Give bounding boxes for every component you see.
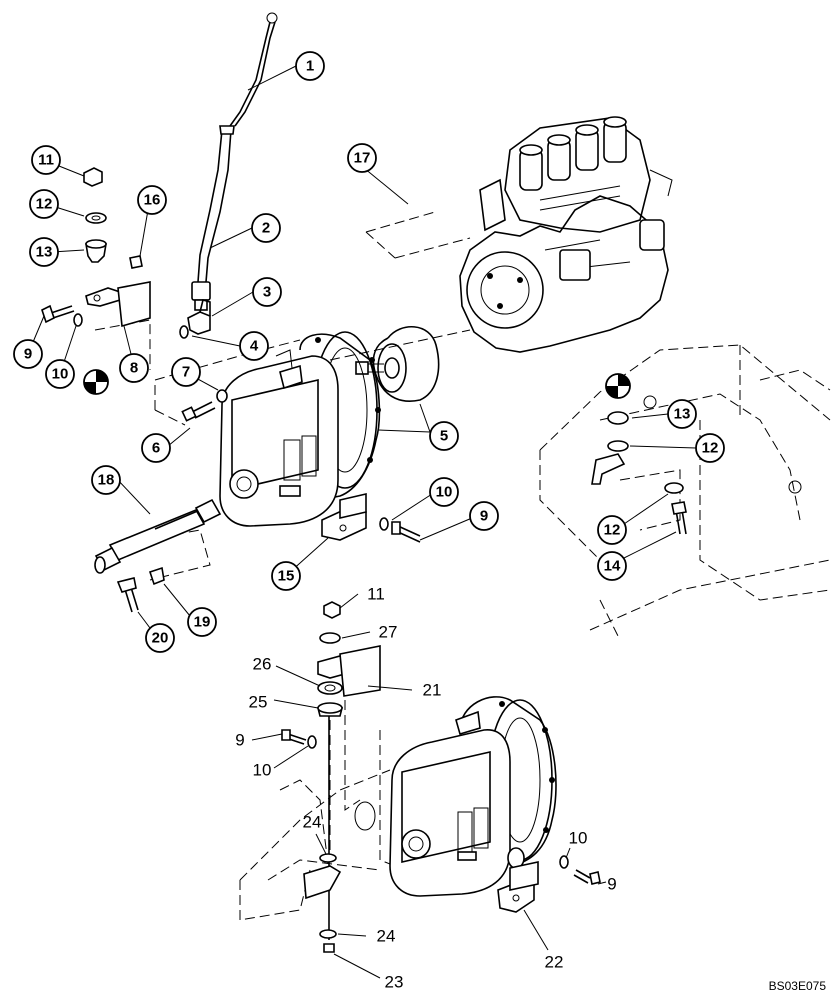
label-9-bottom-right: 9 — [607, 875, 616, 894]
label-10-bottom-right: 10 — [569, 829, 588, 848]
callout-9: 9 — [13, 339, 43, 369]
callout-18: 18 — [91, 465, 121, 495]
leader-lines — [27, 65, 697, 979]
svg-text:10: 10 — [436, 484, 453, 501]
svg-text:4: 4 — [250, 338, 259, 355]
svg-text:2: 2 — [262, 220, 270, 237]
svg-text:17: 17 — [354, 150, 371, 167]
mount-bracket-middle — [321, 492, 421, 543]
svg-text:10: 10 — [52, 366, 69, 383]
callout-14: 14 — [597, 551, 627, 581]
callout-16: 16 — [137, 185, 167, 215]
mount-bracket-bottom — [497, 855, 601, 913]
mount-stack-bottom — [281, 601, 381, 953]
driveshaft-assembly — [94, 498, 222, 613]
label-9-bottom-left: 9 — [235, 731, 244, 750]
elbow-fitting — [179, 299, 211, 339]
callout-10: 10 — [45, 359, 75, 389]
callout-11: 11 — [31, 145, 61, 175]
svg-text:12: 12 — [702, 440, 719, 457]
callout-12-right-lower: 12 — [597, 515, 627, 545]
dipstick-and-tube — [191, 12, 278, 311]
mount-parts-left — [41, 167, 151, 328]
svg-text:11: 11 — [38, 152, 54, 169]
transmission-housing-bottom — [389, 696, 557, 897]
callout-3: 3 — [252, 277, 282, 307]
callout-17: 17 — [347, 143, 377, 173]
callout-13-right: 13 — [667, 399, 697, 429]
label-11-plain: 11 — [367, 585, 385, 604]
callout-19: 19 — [187, 607, 217, 637]
mount-parts-right — [591, 411, 687, 535]
svg-text:6: 6 — [152, 440, 160, 457]
svg-text:1: 1 — [306, 58, 314, 75]
cg-marker-right-icon — [605, 373, 631, 399]
transmission-housing-top — [219, 331, 381, 527]
label-10-bottom-left: 10 — [253, 761, 272, 780]
label-23: 23 — [385, 973, 404, 992]
svg-text:9: 9 — [24, 346, 32, 363]
svg-text:16: 16 — [144, 192, 161, 209]
callout-8: 8 — [119, 353, 149, 383]
label-24-upper: 24 — [303, 813, 322, 832]
svg-text:13: 13 — [36, 244, 53, 261]
label-26: 26 — [253, 655, 272, 674]
svg-text:7: 7 — [182, 364, 190, 381]
svg-text:20: 20 — [152, 630, 169, 647]
svg-text:5: 5 — [440, 428, 448, 445]
svg-text:9: 9 — [480, 508, 488, 525]
bolt-and-washer-top — [181, 389, 228, 422]
label-25: 25 — [249, 693, 268, 712]
drawing-reference-code: BS03E075 — [769, 979, 827, 993]
engine-block-illustration — [459, 116, 673, 353]
svg-text:15: 15 — [278, 568, 295, 585]
label-22: 22 — [545, 953, 564, 972]
svg-text:8: 8 — [130, 360, 138, 377]
callout-9-mid: 9 — [469, 501, 499, 531]
svg-text:14: 14 — [604, 558, 621, 575]
callout-13: 13 — [29, 237, 59, 267]
svg-text:12: 12 — [36, 196, 53, 213]
svg-text:12: 12 — [604, 522, 621, 539]
callout-1: 1 — [295, 51, 325, 81]
svg-text:13: 13 — [674, 406, 691, 423]
frame-right-dashed — [539, 344, 831, 641]
callout-2: 2 — [251, 213, 281, 243]
callout-10-mid: 10 — [429, 477, 459, 507]
callout-6: 6 — [141, 433, 171, 463]
callout-20: 20 — [145, 623, 175, 653]
callout-4: 4 — [239, 331, 269, 361]
callout-7: 7 — [171, 357, 201, 387]
svg-text:18: 18 — [98, 472, 115, 489]
svg-text:19: 19 — [194, 614, 211, 631]
label-21: 21 — [423, 681, 442, 700]
svg-text:3: 3 — [263, 284, 271, 301]
cg-marker-icon — [83, 369, 109, 395]
label-24-lower: 24 — [377, 927, 396, 946]
label-27: 27 — [379, 623, 398, 642]
torque-converter — [355, 325, 440, 402]
callout-12: 12 — [29, 189, 59, 219]
callout-5: 5 — [429, 421, 459, 451]
callout-12-right: 12 — [695, 433, 725, 463]
callout-15: 15 — [271, 561, 301, 591]
